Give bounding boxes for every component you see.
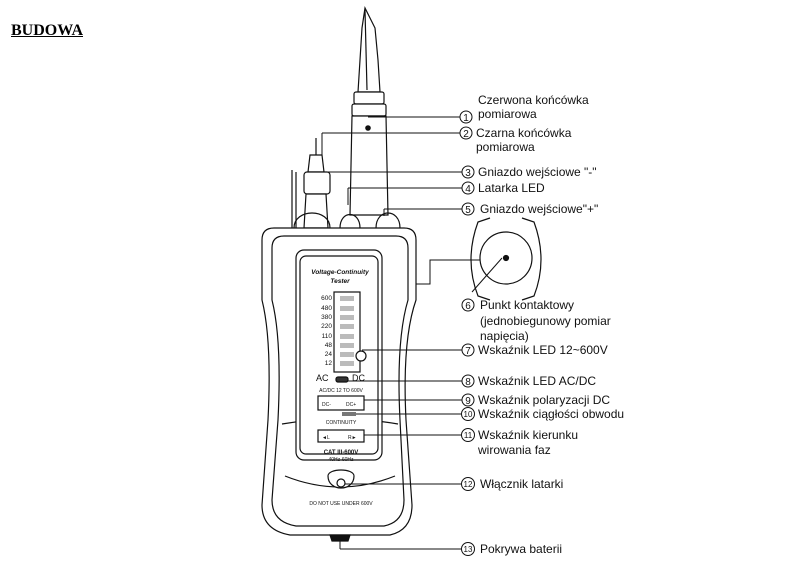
callout-number: 2: [463, 129, 469, 140]
callout-label: Latarka LED: [478, 181, 545, 195]
polarity-led-box: [317, 395, 365, 411]
callout-number: 8: [465, 377, 471, 388]
ac-dc-led: [335, 376, 349, 383]
positive-input-jack: [375, 212, 401, 229]
phase-led-box: [317, 429, 365, 443]
callout-7: 7 Wskaźnik LED 12~600V: [461, 343, 608, 357]
voltage-led-bars: [340, 296, 354, 366]
callout-label: Czarna końcówka: [476, 126, 572, 140]
cat-rating: CAT III-600V: [324, 450, 359, 456]
callout-number: 13: [464, 545, 473, 554]
callout-label: Włącznik latarki: [480, 477, 563, 491]
callout-label: Wskaźnik ciągłości obwodu: [478, 407, 624, 421]
dc-plus-label: DC+: [346, 402, 356, 408]
led-flashlight: [339, 213, 361, 229]
callout-number: 7: [465, 346, 471, 357]
callout-label: pomiarowa: [476, 140, 535, 154]
callout-number: 12: [464, 480, 473, 489]
callout-2: 2 Czarna końcówka pomiarowa: [459, 126, 572, 154]
phase-right-label: R►: [348, 435, 357, 441]
callout-number: 3: [465, 168, 471, 179]
phase-left-label: ◄L: [322, 435, 330, 441]
callout-5: 5 Gniazdo wejściowe"+": [461, 202, 598, 216]
callout-number: 11: [464, 431, 473, 440]
page-heading: BUDOWA: [11, 22, 84, 39]
device-title-line2: Tester: [330, 278, 350, 285]
callout-number: 4: [465, 184, 471, 195]
voltage-symbol-icon: [355, 350, 367, 362]
callout-label: Wskaźnik LED 12~600V: [478, 343, 608, 357]
dc-minus-label: DC-: [322, 402, 331, 408]
callout-label: Gniazdo wejściowe "-": [478, 165, 597, 179]
callout-label: napięcia): [480, 329, 529, 343]
callout-6: 6 Punkt kontaktowy (jednobiegunowy pomia…: [461, 298, 611, 343]
callout-4: 4 Latarka LED: [461, 181, 545, 195]
frequency-range: 40Hz-60Hz: [328, 457, 354, 463]
scale-value: 110: [322, 333, 333, 340]
callout-number: 1: [463, 113, 469, 124]
scale-value: 24: [325, 351, 333, 358]
callout-label: wirowania faz: [477, 443, 551, 457]
callout-label: pomiarowa: [478, 107, 537, 121]
ac-label: AC: [316, 373, 329, 383]
scale-value: 48: [325, 342, 333, 349]
callout-3: 3 Gniazdo wejściowe "-": [461, 165, 597, 179]
callout-label: Pokrywa baterii: [480, 542, 562, 556]
leader-lines: [310, 116, 503, 550]
callout-1: 1 Czerwona końcówka pomiarowa: [459, 93, 589, 124]
callout-12: 12 Włącznik latarki: [461, 477, 563, 491]
callout-label: Wskaźnik kierunku: [478, 428, 578, 442]
callout-label: Wskaźnik polaryzacji DC: [478, 393, 610, 407]
device-title-line1: Voltage-Continuity: [311, 269, 369, 276]
flashlight-switch-icon: [336, 478, 346, 488]
scale-value: 380: [321, 314, 332, 321]
callout-label: Wskaźnik LED AC/DC: [478, 374, 596, 388]
continuity-label: CONTINUITY: [326, 420, 357, 426]
callout-9: 9 Wskaźnik polaryzacji DC: [461, 393, 610, 407]
callout-label: Punkt kontaktowy: [480, 298, 574, 312]
scale-value: 600: [321, 295, 332, 302]
callout-number: 10: [464, 410, 473, 419]
scale-value: 220: [321, 323, 332, 330]
scale-value: 480: [321, 305, 332, 312]
ac-dc-range: AC/DC 12 TO 600V: [319, 388, 363, 394]
red-probe: [349, 6, 389, 216]
callout-label: Gniazdo wejściowe"+": [480, 202, 598, 216]
black-probe: [291, 138, 331, 229]
callout-number: 5: [465, 205, 471, 216]
contact-point-magnified: [470, 217, 542, 301]
callout-11: 11 Wskaźnik kierunku wirowania faz: [461, 428, 578, 457]
callout-label: Czerwona końcówka: [478, 93, 589, 107]
callout-10: 10 Wskaźnik ciągłości obwodu: [461, 407, 624, 421]
warning-text: DO NOT USE UNDER 600V: [309, 501, 373, 507]
negative-input-jack: [293, 212, 331, 229]
battery-cover: [329, 534, 351, 542]
callout-label: (jednobiegunowy pomiar: [480, 314, 611, 328]
callout-number: 6: [465, 301, 471, 312]
continuity-led: [342, 412, 356, 416]
dc-label: DC: [352, 373, 365, 383]
callout-8: 8 Wskaźnik LED AC/DC: [461, 374, 596, 388]
scale-value: 12: [325, 360, 333, 367]
callout-number: 9: [465, 396, 471, 407]
callout-13: 13 Pokrywa baterii: [461, 542, 562, 556]
